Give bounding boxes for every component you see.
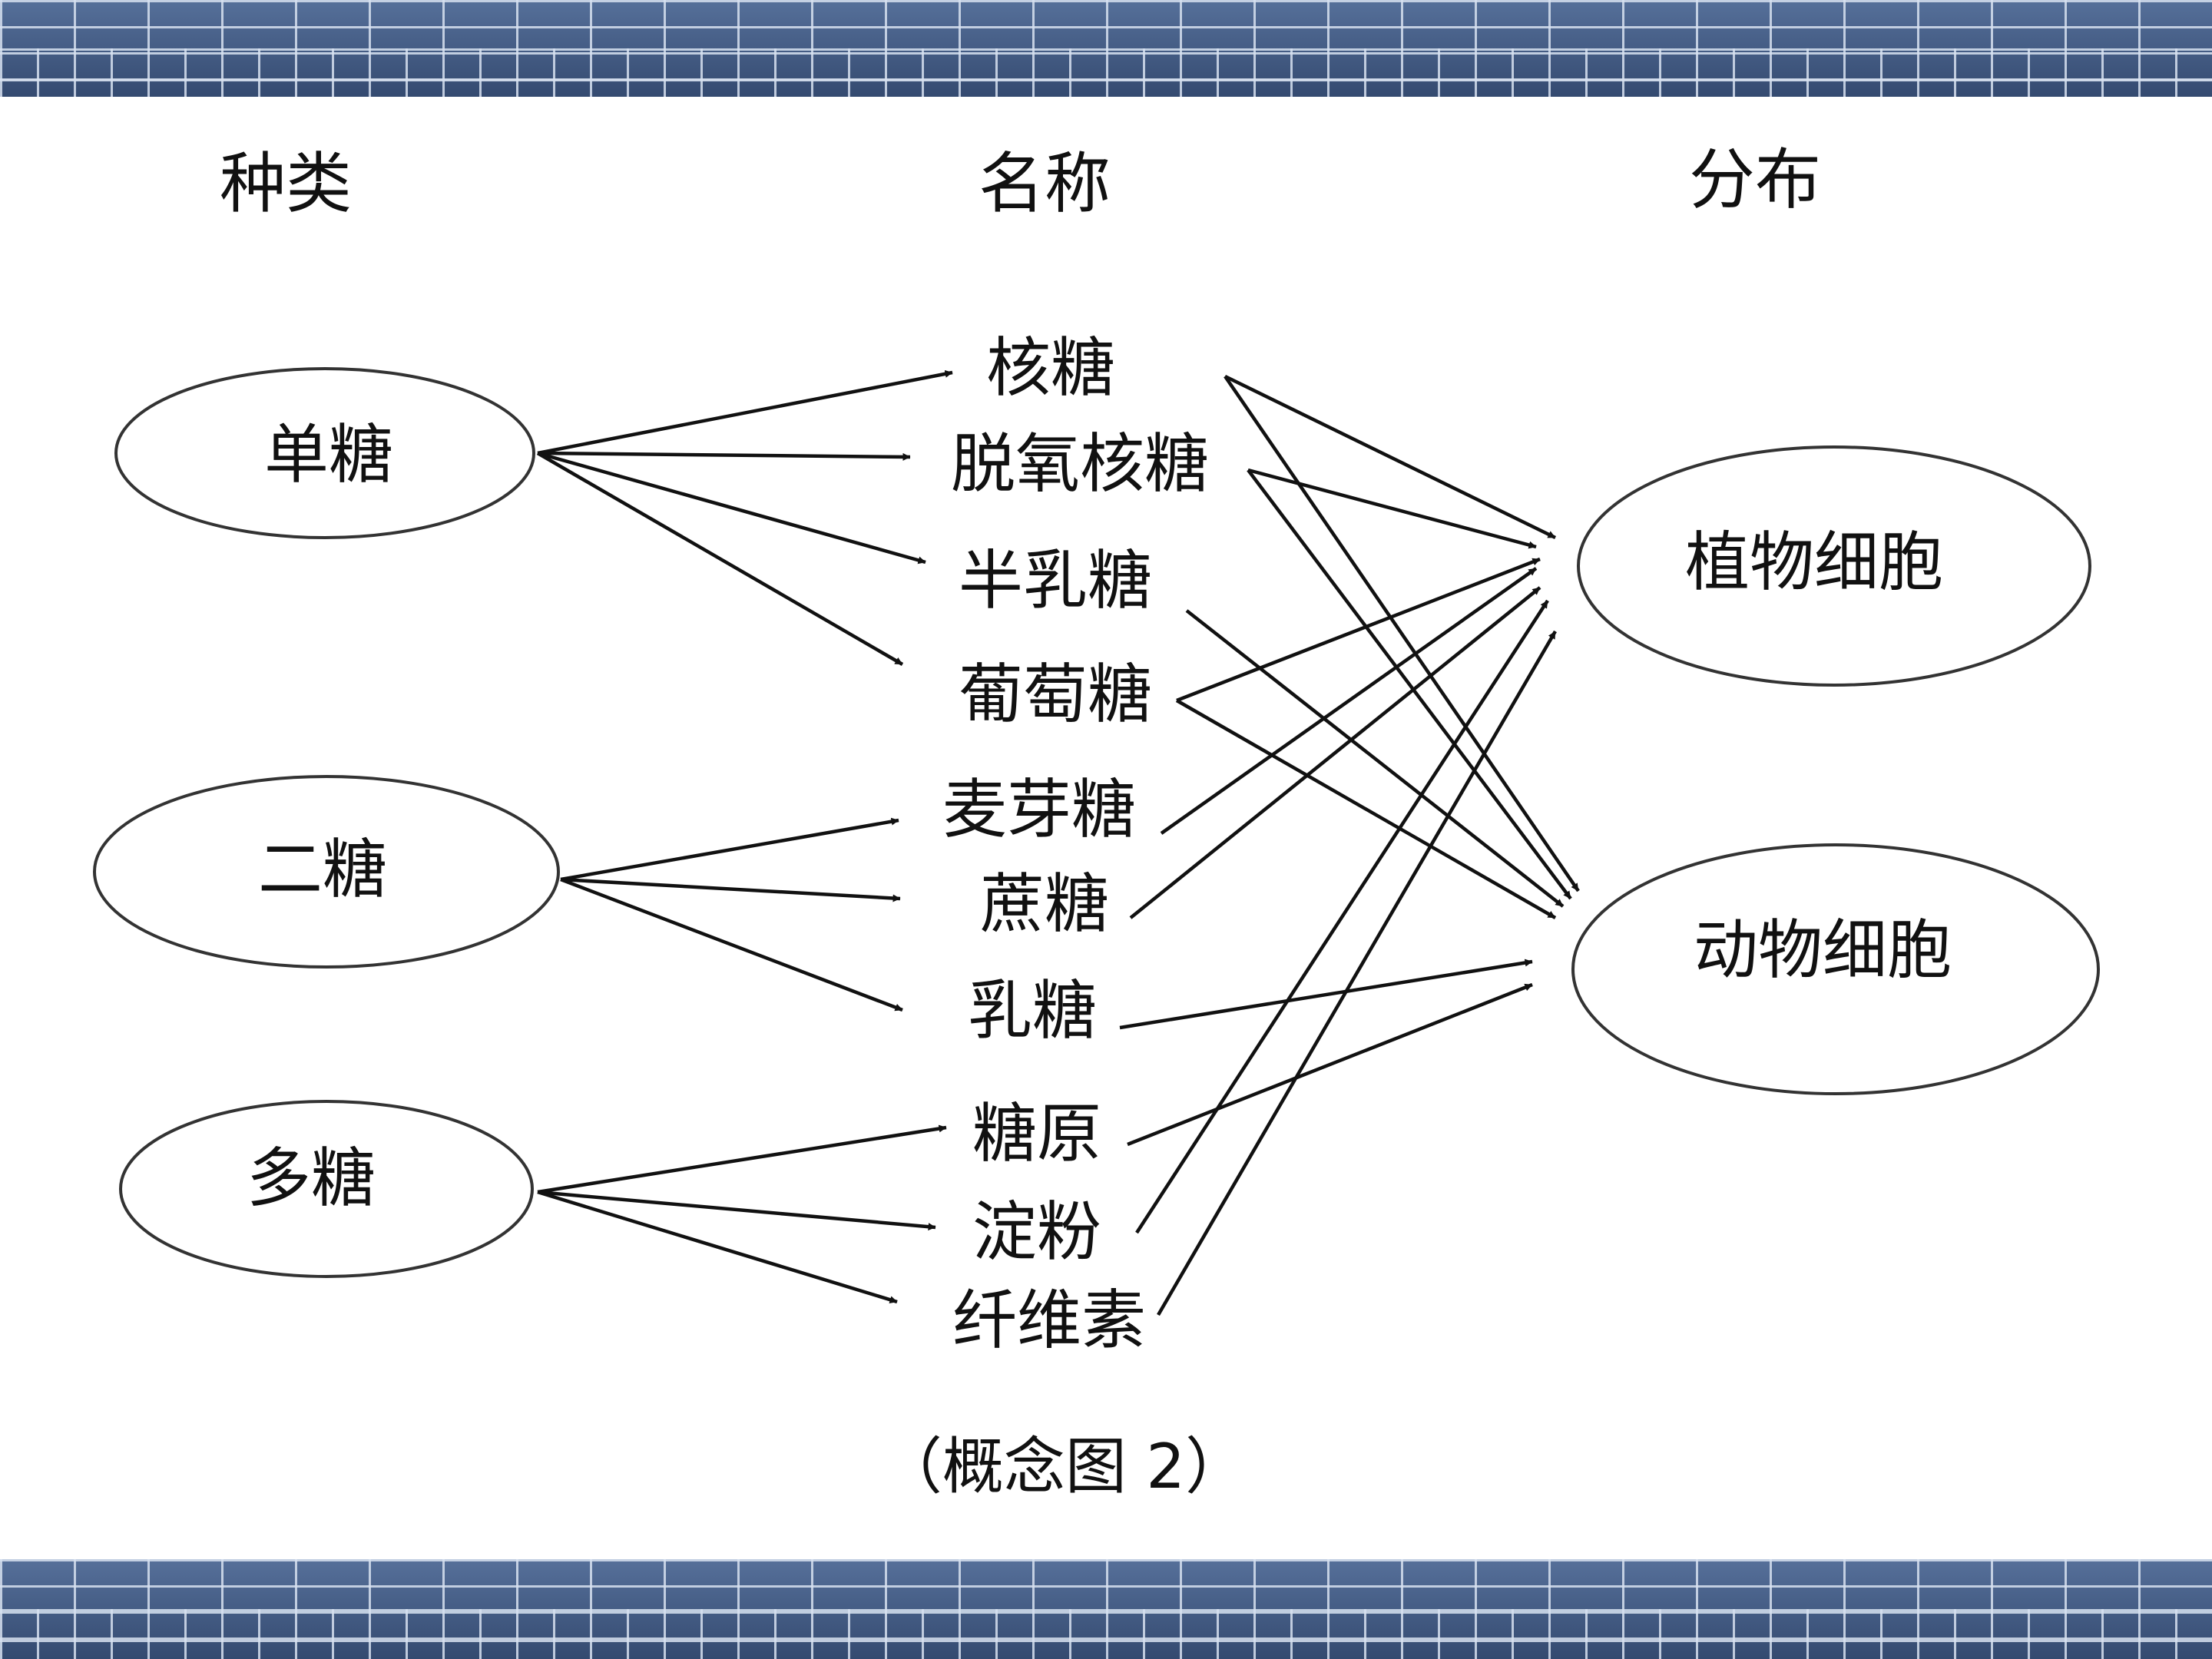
arrow-glucose-to-plant bbox=[1176, 557, 1541, 703]
arrow-poly-to-starch bbox=[537, 1190, 936, 1231]
sugar-maltose: 麦芽糖 bbox=[942, 772, 1136, 847]
cell-ellipse bbox=[1571, 843, 2100, 1095]
caption: （概念图 2） bbox=[881, 1431, 1247, 1502]
category-label: 单糖 bbox=[264, 417, 393, 492]
sugar-cellulose: 纤维素 bbox=[952, 1283, 1146, 1358]
arrow-di-to-maltose bbox=[560, 817, 899, 882]
cell-animal: 动物细胞 bbox=[1571, 843, 2100, 1095]
arrow-starch-to-plant bbox=[1135, 599, 1549, 1234]
arrow-mono-to-glucose bbox=[536, 452, 904, 666]
top-brick-band bbox=[0, 0, 2212, 97]
category-monosaccharide: 单糖 bbox=[114, 367, 535, 539]
sugar-starch: 淀粉 bbox=[972, 1194, 1101, 1270]
arrow-ribose-to-animal bbox=[1224, 375, 1580, 892]
sugar-deoxyribose: 脱氧核糖 bbox=[951, 426, 1209, 502]
arrow-glucose-to-animal bbox=[1175, 699, 1557, 919]
sugar-glucose: 葡萄糖 bbox=[959, 657, 1152, 732]
arrow-deoxyribose-to-plant bbox=[1247, 468, 1537, 549]
sugar-lactose: 乳糖 bbox=[968, 973, 1097, 1048]
arrow-cellulose-to-plant bbox=[1157, 630, 1557, 1316]
arrow-poly-to-glycogen bbox=[537, 1124, 947, 1194]
category-ellipse bbox=[93, 775, 560, 969]
arrow-galactose-to-animal bbox=[1185, 609, 1565, 908]
arrow-deoxyribose-to-animal bbox=[1247, 469, 1572, 900]
sugar-galactose: 半乳糖 bbox=[959, 543, 1152, 618]
header-distribution: 分布 bbox=[1689, 141, 1821, 218]
arrow-glycogen-to-animal bbox=[1127, 982, 1533, 1147]
header-kind: 种类 bbox=[220, 145, 352, 222]
category-ellipse bbox=[114, 367, 535, 539]
cell-plant: 植物细胞 bbox=[1577, 445, 2091, 687]
arrow-di-to-sucrose bbox=[560, 877, 901, 902]
arrow-ribose-to-plant bbox=[1224, 374, 1556, 540]
category-label: 二糖 bbox=[258, 832, 387, 907]
bottom-brick-band bbox=[0, 1559, 2212, 1659]
arrow-sucrose-to-plant bbox=[1129, 586, 1541, 919]
arrow-maltose-to-plant bbox=[1160, 567, 1538, 835]
category-disaccharide: 二糖 bbox=[93, 775, 560, 969]
sugar-glycogen: 糖原 bbox=[972, 1096, 1101, 1171]
category-ellipse bbox=[119, 1100, 534, 1278]
cell-label: 动物细胞 bbox=[1694, 912, 1952, 988]
cell-label: 植物细胞 bbox=[1685, 525, 1943, 600]
header-name: 名称 bbox=[979, 145, 1111, 222]
arrow-di-to-lactose bbox=[560, 877, 903, 1012]
arrow-lactose-to-animal bbox=[1119, 959, 1533, 1030]
cell-ellipse bbox=[1577, 445, 2091, 687]
arrows bbox=[536, 369, 1580, 1316]
sugar-sucrose: 蔗糖 bbox=[980, 866, 1109, 942]
sugar-ribose: 核糖 bbox=[986, 330, 1115, 406]
category-label: 多糖 bbox=[247, 1141, 376, 1216]
arrow-poly-to-cellulose bbox=[537, 1190, 898, 1304]
arrow-mono-to-ribose bbox=[537, 369, 953, 455]
category-polysaccharide: 多糖 bbox=[119, 1100, 534, 1278]
arrow-mono-to-galactose bbox=[537, 451, 926, 565]
arrow-mono-to-deoxyribose bbox=[537, 451, 911, 461]
